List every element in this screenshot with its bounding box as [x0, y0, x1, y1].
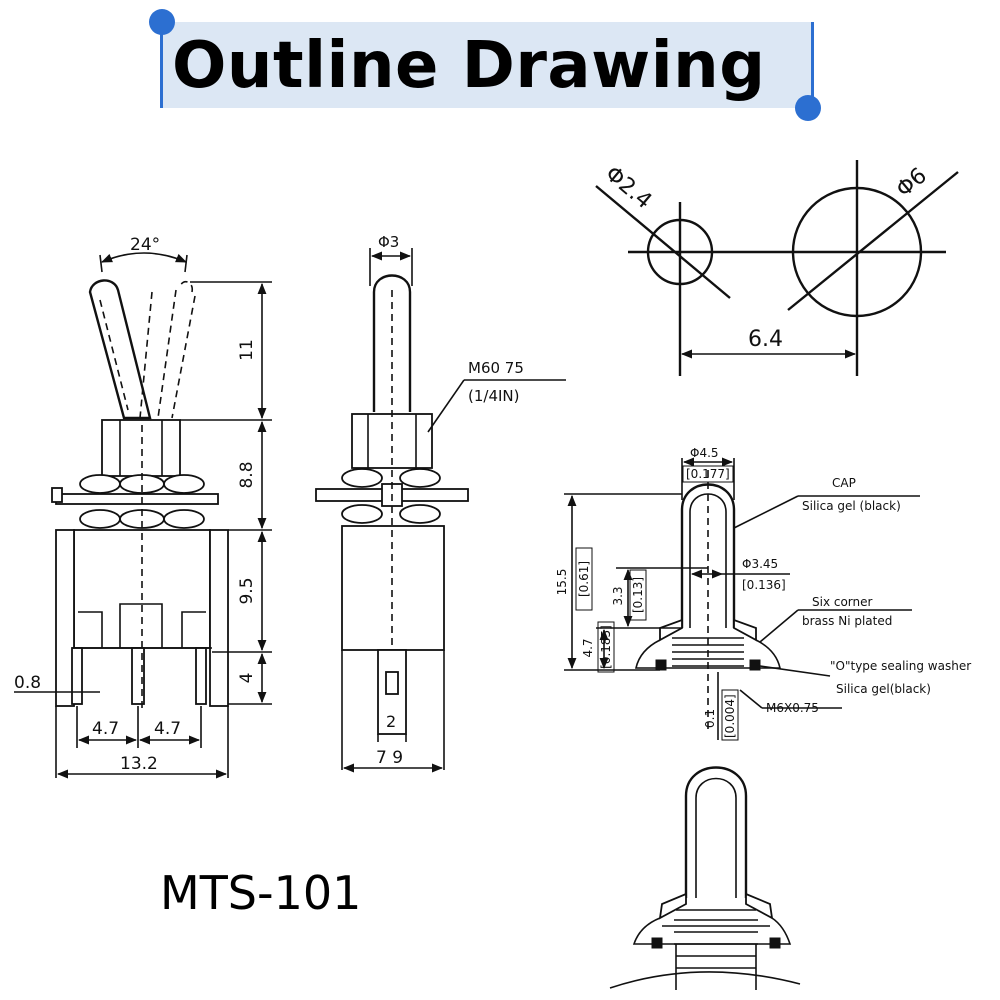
side-lever-diameter: Φ3	[378, 233, 399, 251]
angle-arc	[100, 252, 188, 263]
washer-thickness: 0.1	[703, 709, 717, 728]
side-body	[341, 525, 445, 651]
spacing-label: 6.4	[748, 327, 783, 352]
dim-terminal-thickness: 0.8	[14, 673, 41, 693]
cap-section-view: Φ4.5 [0.177] Φ3.45 [0.136] CAP Silica ge…	[555, 446, 971, 741]
dim-bushing-height: 8.8	[237, 461, 257, 488]
side-view: Φ3 2 7 9	[315, 233, 566, 773]
front-view: 24°	[14, 235, 272, 779]
base-height: 4.7	[581, 638, 595, 657]
front-lever	[88, 279, 152, 420]
cap-top-diameter-inch: [0.177]	[686, 467, 730, 481]
banner-corner-dot-top-left	[149, 9, 175, 35]
page-title: Outline Drawing	[172, 29, 766, 103]
side-terminal-width: 2	[386, 712, 396, 731]
front-lever-alt-2	[157, 289, 177, 419]
dim-pitch-right: 4.7	[154, 719, 181, 739]
washer-left	[655, 659, 667, 671]
thread-label-inch: (1/4IN)	[468, 387, 520, 405]
mid-height-inch: [0.13]	[631, 577, 645, 613]
dim-pitch-left: 4.7	[92, 719, 119, 739]
cap-inner-diameter-inch: [0.136]	[742, 578, 786, 592]
small-hole-label: Φ2.4	[600, 161, 656, 214]
thread-label: M60 75	[468, 359, 524, 377]
thread-spec: M6X0.75	[766, 701, 819, 715]
cap-illustration	[609, 766, 801, 990]
side-lever	[372, 274, 412, 412]
cap-label: CAP	[832, 476, 856, 490]
total-height-inch: [0.61]	[577, 561, 591, 597]
dim-body-width: 13.2	[120, 754, 158, 774]
washer-right	[749, 659, 761, 671]
side-body-width: 7 9	[376, 748, 403, 768]
total-height: 15.5	[555, 569, 569, 596]
nut-material: brass Ni plated	[802, 614, 892, 628]
cap-inner-diameter: Φ3.45	[742, 557, 778, 571]
dim-terminal-height: 4	[237, 673, 257, 684]
angle-label: 24°	[130, 235, 160, 255]
dim-lever-height: 11	[237, 339, 257, 361]
front-lever-alt-3	[179, 280, 194, 293]
model-label: MTS-101	[160, 866, 362, 920]
banner-corner-dot-bottom-right	[795, 95, 821, 121]
title-banner	[160, 22, 814, 108]
panel-cutout: Φ2.4 Φ6 6.4	[595, 160, 959, 376]
front-washer	[55, 493, 219, 505]
base-height-inch: [0.185]	[599, 625, 613, 669]
dim-body-height: 9.5	[237, 577, 257, 604]
cap-material: Silica gel (black)	[802, 499, 901, 513]
washer-label: "O"type sealing washer	[830, 659, 971, 673]
front-lever-alt-4	[171, 295, 196, 419]
washer-material: Silica gel(black)	[836, 682, 931, 696]
mid-height: 3.3	[611, 586, 625, 605]
front-lever-alt-1	[139, 291, 153, 419]
front-bushing	[101, 419, 181, 477]
cap-top-diameter: Φ4.5	[690, 446, 719, 460]
front-lever-alt-5	[99, 299, 129, 411]
washer-thickness-inch: [0.004]	[723, 694, 737, 738]
nut-label: Six corner	[812, 595, 873, 609]
